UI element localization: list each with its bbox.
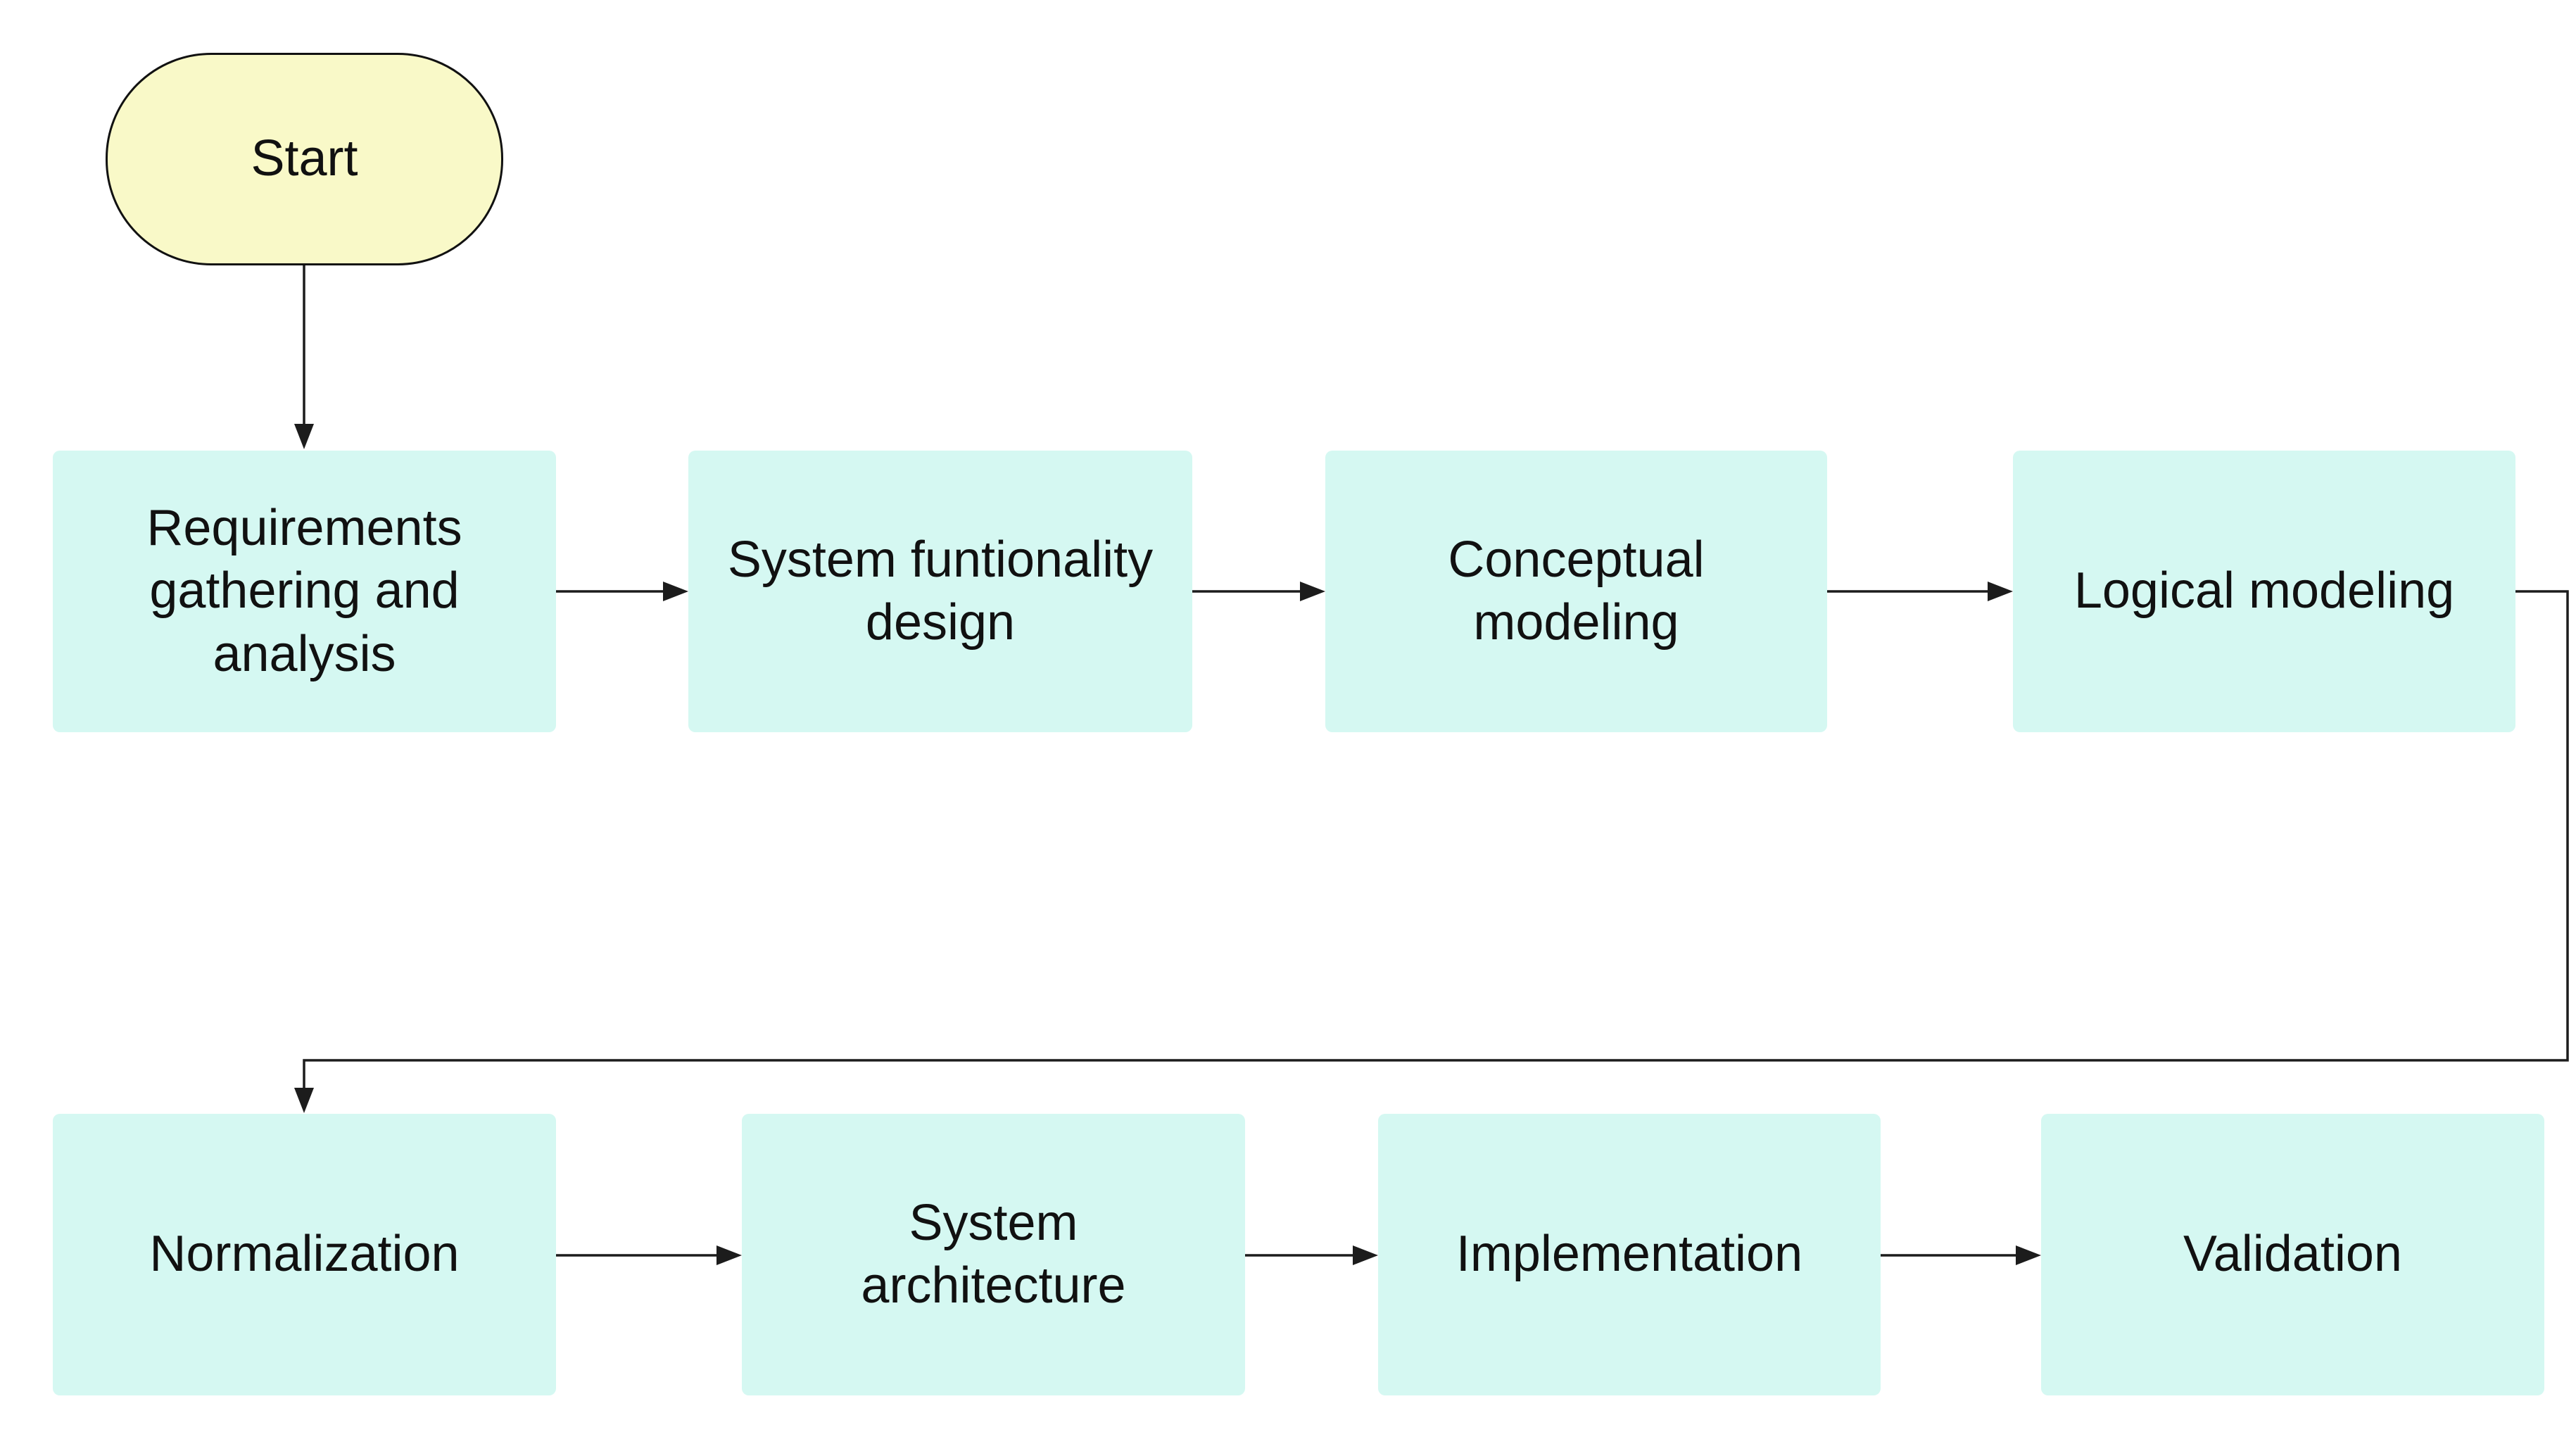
arrowhead-architecture-to-implementation <box>1353 1245 1378 1265</box>
arrowhead-start-to-requirements <box>294 424 314 449</box>
arrowhead-logical-to-normalization <box>294 1088 314 1113</box>
step-conceptual-modeling: Conceptual modeling <box>1325 451 1827 732</box>
arrowhead-requirements-to-functionality <box>663 582 688 601</box>
arrowhead-conceptual-to-logical <box>1988 582 2013 601</box>
step-implementation: Implementation <box>1378 1114 1881 1395</box>
start-node: Start <box>106 53 503 265</box>
arrowhead-implementation-to-validation <box>2016 1245 2041 1265</box>
connector-logical-to-normalization <box>303 590 2569 1107</box>
step-requirements-gathering: Requirements gathering and analysis <box>53 451 556 732</box>
step-normalization: Normalization <box>53 1114 556 1395</box>
step-logical-modeling: Logical modeling <box>2013 451 2515 732</box>
arrowhead-functionality-to-conceptual <box>1300 582 1325 601</box>
step-system-architecture: System architecture <box>742 1114 1245 1395</box>
step-system-functionality-design: System funtionality design <box>688 451 1192 732</box>
step-validation: Validation <box>2041 1114 2544 1395</box>
arrowhead-normalization-to-architecture <box>716 1245 742 1265</box>
